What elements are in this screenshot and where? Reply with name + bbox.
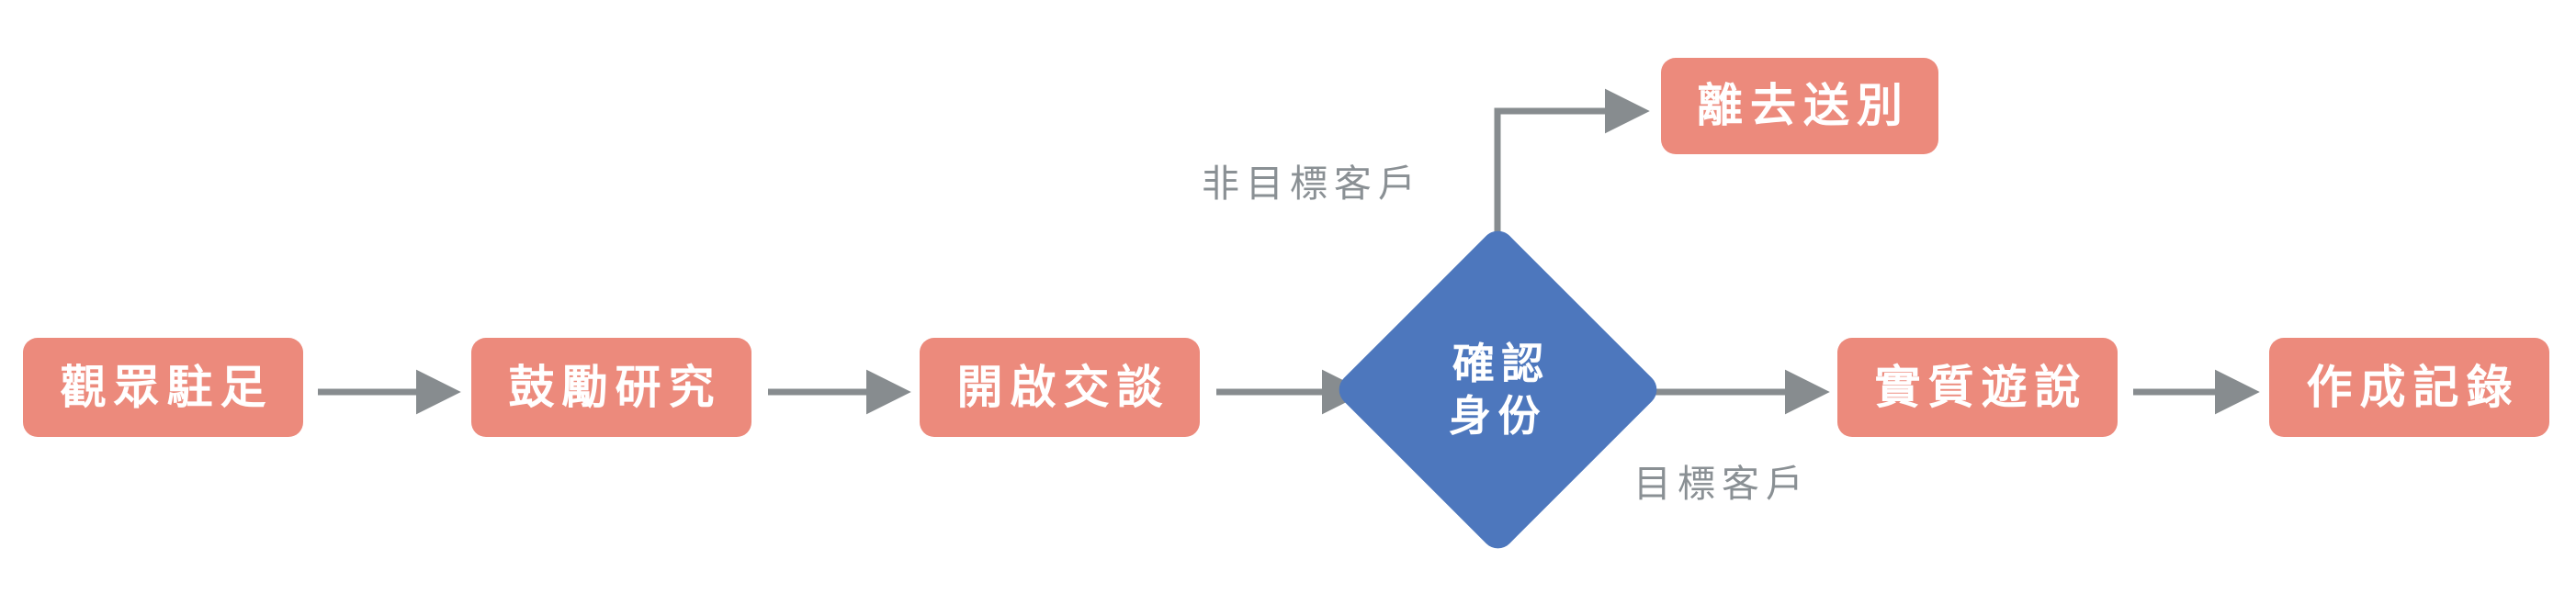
edge-label-target-customer: 目標客戶 xyxy=(1633,462,1810,506)
node-create-record-label: 作成記錄 xyxy=(2306,360,2520,414)
node-verify-identity-label: 確認 身份 xyxy=(1449,339,1551,441)
node-farewell[interactable]: 離去送別 xyxy=(1661,58,1938,154)
edge-label-non-target-customer: 非目標客戶 xyxy=(1202,162,1422,206)
node-start-conversation-label: 開啟交談 xyxy=(956,360,1170,414)
node-create-record[interactable]: 作成記錄 xyxy=(2269,338,2549,437)
node-start-conversation[interactable]: 開啟交談 xyxy=(920,338,1200,437)
node-observe-pause[interactable]: 觀眾駐足 xyxy=(23,338,303,437)
connector-verify-to-farewell xyxy=(1494,88,1650,259)
node-verify-identity[interactable]: 確認 身份 xyxy=(1332,224,1664,555)
node-farewell-label: 離去送別 xyxy=(1697,79,1910,132)
node-encourage-research[interactable]: 鼓勵研究 xyxy=(471,338,751,437)
node-substantive-persuasion[interactable]: 實質遊說 xyxy=(1837,338,2118,437)
node-encourage-research-label: 鼓勵研究 xyxy=(508,360,722,414)
node-observe-pause-label: 觀眾駐足 xyxy=(60,360,274,414)
node-substantive-persuasion-label: 實質遊說 xyxy=(1874,360,2088,414)
